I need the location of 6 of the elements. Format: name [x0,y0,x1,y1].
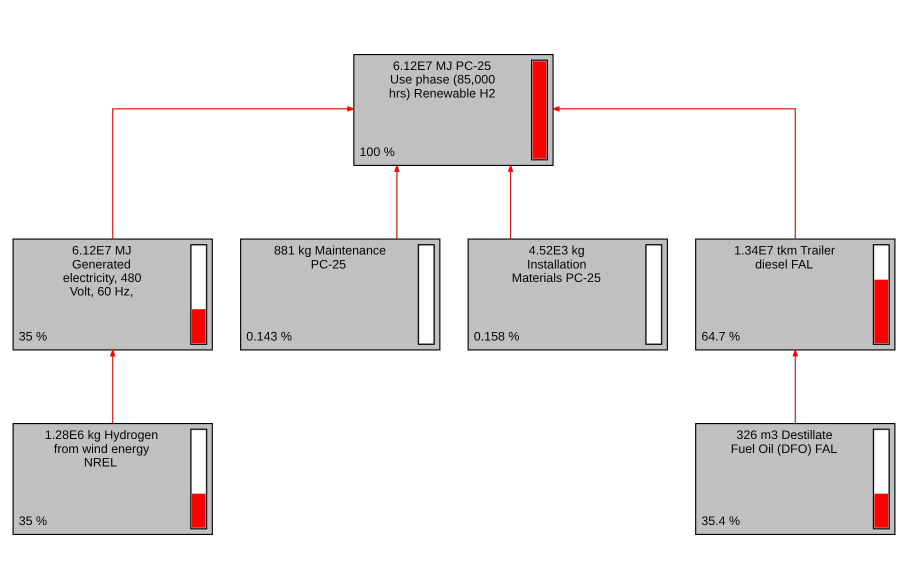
arrow [112,106,356,238]
arrow [508,163,514,238]
arrow [394,163,400,238]
arrow [110,348,116,423]
arrow [792,348,798,423]
arrow [552,106,796,238]
